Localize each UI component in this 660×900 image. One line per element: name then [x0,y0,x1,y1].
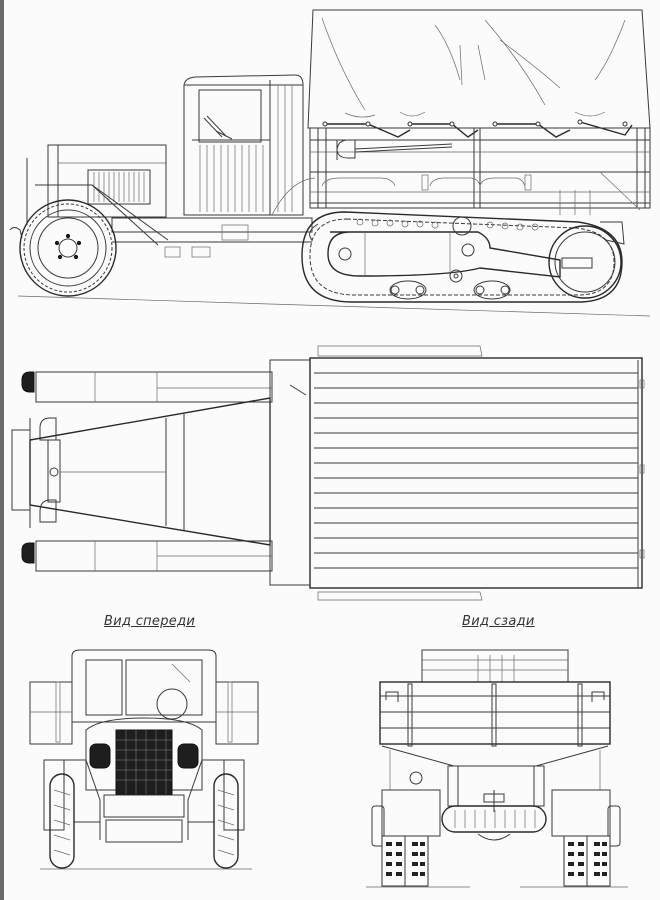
canvas-tarp [307,9,651,138]
chassis-side [9,177,316,258]
front-view [29,649,259,870]
top-view [11,345,645,601]
hood-side [26,144,169,246]
rear-view [366,649,628,888]
side-view [9,9,651,317]
rear-view-label: Вид сзади [462,614,535,629]
cab-side [183,74,304,216]
cargo-bed-top [309,345,645,601]
front-wheel-side [19,199,117,297]
front-view-label: Вид спереди [104,614,196,629]
drive-sprocket-side [309,223,319,241]
page-left-border [0,0,4,900]
half-track-assembly [301,211,625,303]
cargo-bed-side [309,127,651,215]
